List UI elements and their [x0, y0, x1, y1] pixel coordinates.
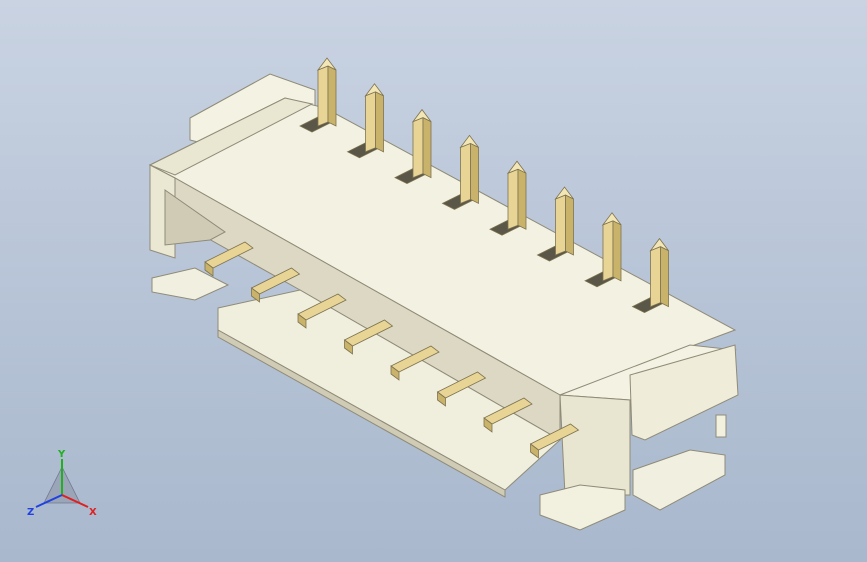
horizontal-pin-end [437, 391, 446, 407]
vertical-pin [602, 220, 614, 282]
lower-tray-front [217, 329, 506, 498]
vertical-pin-tip [554, 186, 574, 200]
vertical-pin-side [660, 245, 669, 308]
horizontal-pin-end [297, 313, 307, 329]
vertical-pin-tip [649, 237, 669, 252]
horizontal-pin-end [390, 365, 400, 381]
axis-triad[interactable]: Y X Z [22, 445, 102, 525]
vertical-pin [365, 91, 376, 153]
vertical-pin [412, 117, 424, 179]
vertical-pin-side [517, 168, 527, 230]
right-end-front [559, 394, 631, 496]
triad-y-label: Y [57, 449, 66, 460]
vertical-pin-tip [506, 160, 527, 175]
vertical-pins [316, 57, 669, 308]
connector-housing[interactable] [148, 73, 739, 531]
vertical-pin-tip [364, 83, 384, 97]
vertical-pin [507, 168, 519, 230]
vertical-pin [317, 65, 329, 127]
vertical-pin-side [612, 220, 622, 282]
vertical-pin-tip [316, 57, 337, 71]
vertical-pin [555, 194, 566, 256]
vertical-pin [460, 142, 471, 204]
vertical-pin-side [422, 116, 432, 179]
horizontal-pin-end [204, 261, 214, 277]
right-side-block [629, 344, 739, 441]
left-cavity [164, 189, 226, 246]
triad-z-axis [35, 494, 63, 508]
vertical-pin-side [327, 65, 337, 127]
horizontal-pin-end [344, 339, 353, 355]
vertical-pin [650, 246, 661, 308]
triad-x-axis [61, 494, 89, 508]
horizontal-pin-end [251, 287, 260, 303]
vertical-pin-side [470, 142, 479, 205]
vertical-pin-side [375, 91, 384, 153]
housing-top-ridge [148, 97, 314, 176]
horizontal-pin-end [530, 443, 539, 459]
left-foot [151, 267, 230, 301]
right-side-step [632, 449, 726, 511]
latch-detail [715, 414, 727, 438]
triad-x-label: X [89, 507, 97, 518]
vertical-pin-tip [459, 134, 479, 149]
vertical-pin-tip [411, 108, 432, 123]
horizontal-pins [204, 241, 580, 459]
vertical-pin-side [565, 194, 574, 256]
right-foot [539, 484, 626, 531]
vertical-pin-tip [601, 212, 622, 226]
triad-z-label: Z [27, 507, 34, 518]
lower-tray [217, 289, 561, 491]
horizontal-pin-end [483, 417, 493, 433]
